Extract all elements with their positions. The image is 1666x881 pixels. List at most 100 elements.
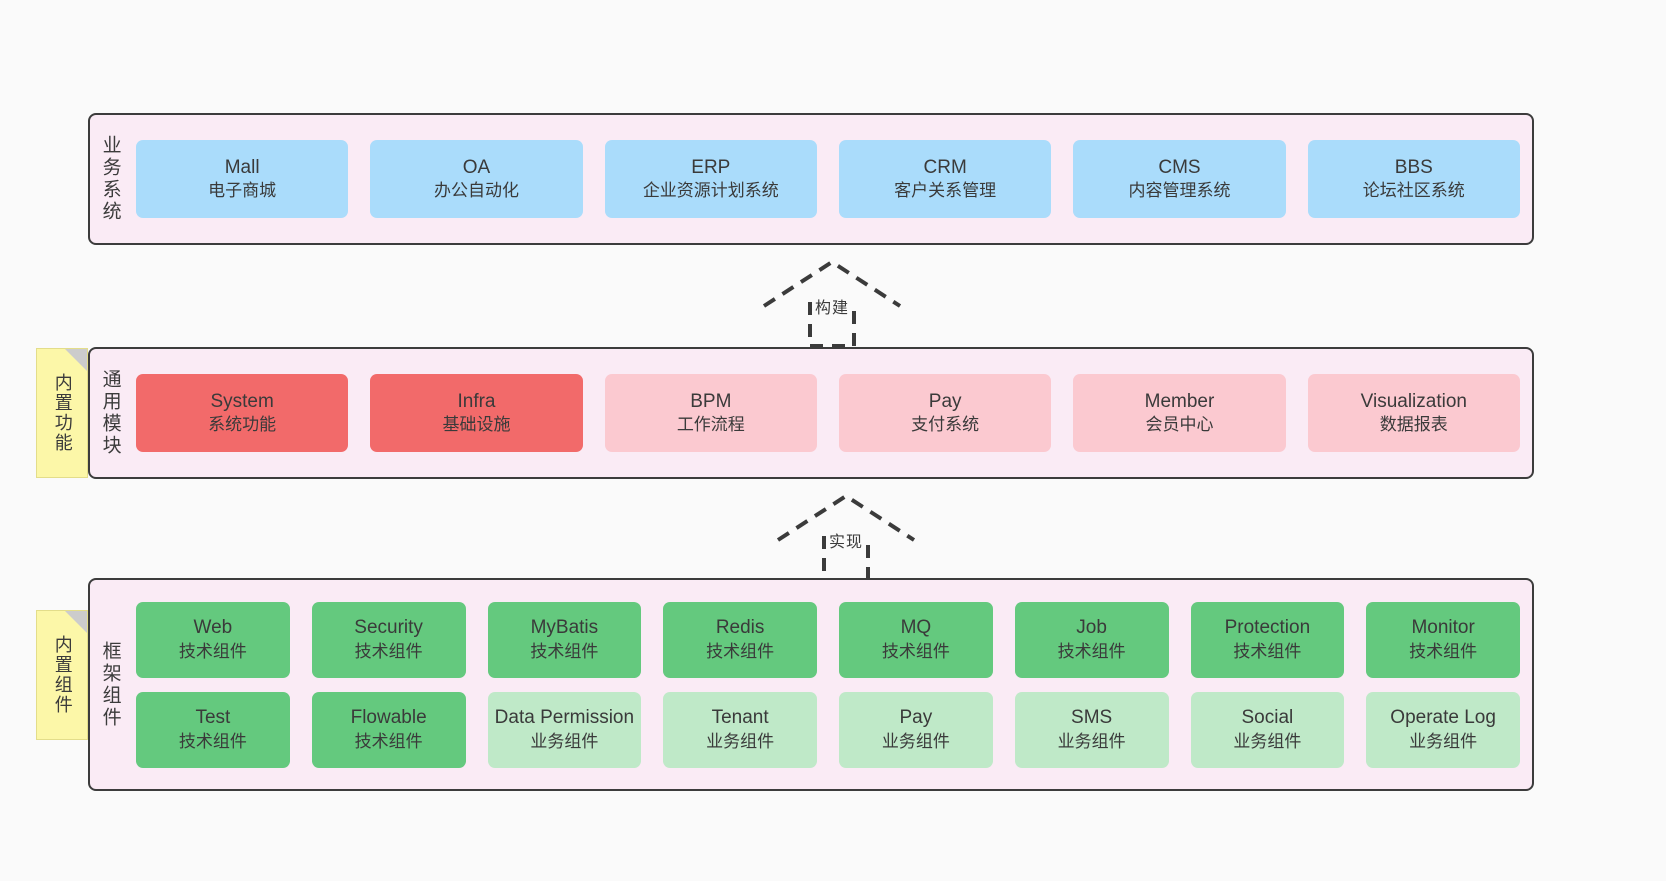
- card-title: BBS: [1394, 156, 1433, 178]
- card-subtitle: 技术组件: [354, 641, 423, 661]
- card-subtitle: 技术组件: [881, 641, 950, 661]
- sticky-note-builtin-features: 内置功能: [36, 348, 88, 478]
- sticky-note-builtin-components: 内置组件: [36, 610, 88, 740]
- layer-label-business-systems: 业务系统: [99, 135, 121, 223]
- card-subtitle: 业务组件: [881, 731, 950, 751]
- card-title: Pay: [899, 707, 933, 729]
- card-subtitle: 工作流程: [676, 415, 745, 435]
- card-subtitle: 电子商城: [208, 181, 277, 201]
- card-row: Web 技术组件 Security 技术组件 MyBatis 技术组件 Redi…: [136, 601, 1520, 678]
- card-subtitle: 支付系统: [911, 415, 980, 435]
- card-title: Monitor: [1411, 617, 1475, 639]
- card-redis[interactable]: Redis 技术组件: [663, 601, 817, 678]
- card-infra[interactable]: Infra 基础设施: [370, 374, 583, 452]
- card-title: BPM: [690, 390, 732, 412]
- card-title: Infra: [457, 390, 496, 412]
- card-row: Test 技术组件 Flowable 技术组件 Data Permission …: [136, 691, 1520, 768]
- card-title: CMS: [1158, 156, 1201, 178]
- card-cms[interactable]: CMS 内容管理系统: [1073, 140, 1286, 218]
- card-bbs[interactable]: BBS 论坛社区系统: [1307, 140, 1520, 218]
- card-oa[interactable]: OA 办公自动化: [370, 140, 583, 218]
- sticky-note-label: 内置组件: [52, 635, 73, 715]
- card-member[interactable]: Member 会员中心: [1073, 374, 1286, 452]
- card-title: Security: [354, 617, 423, 639]
- card-subtitle: 技术组件: [178, 641, 247, 661]
- card-title: Member: [1144, 390, 1215, 412]
- card-title: Protection: [1224, 617, 1311, 639]
- card-visualization[interactable]: Visualization 数据报表: [1307, 374, 1520, 452]
- arrow-implement: 实现: [766, 492, 926, 584]
- layer-body-common-modules: System 系统功能 Infra 基础设施 BPM 工作流程 Pay 支付系统…: [130, 349, 1532, 477]
- card-title: Redis: [715, 617, 765, 639]
- card-subtitle: 基础设施: [442, 415, 511, 435]
- sticky-fold-corner-icon: [65, 611, 87, 633]
- card-subtitle: 技术组件: [1057, 641, 1126, 661]
- card-title: Data Permission: [494, 707, 635, 729]
- card-title: ERP: [691, 156, 731, 178]
- card-subtitle: 业务组件: [1409, 731, 1478, 751]
- card-subtitle: 业务组件: [1233, 731, 1302, 751]
- card-system[interactable]: System 系统功能: [136, 374, 349, 452]
- card-subtitle: 会员中心: [1145, 415, 1214, 435]
- card-subtitle: 业务组件: [706, 731, 775, 751]
- card-subtitle: 系统功能: [208, 415, 277, 435]
- card-crm[interactable]: CRM 客户关系管理: [838, 140, 1052, 218]
- card-mq[interactable]: MQ 技术组件: [839, 601, 993, 678]
- card-web[interactable]: Web 技术组件: [136, 601, 290, 678]
- card-row: Mall 电子商城 OA 办公自动化 ERP 企业资源计划系统 CRM 客户关系…: [136, 140, 1520, 218]
- layer-body-business-systems: Mall 电子商城 OA 办公自动化 ERP 企业资源计划系统 CRM 客户关系…: [130, 115, 1532, 243]
- card-subtitle: 办公自动化: [433, 181, 519, 201]
- card-row: System 系统功能 Infra 基础设施 BPM 工作流程 Pay 支付系统…: [136, 374, 1520, 452]
- card-mybatis[interactable]: MyBatis 技术组件: [487, 601, 642, 678]
- card-title: Visualization: [1360, 390, 1467, 412]
- layer-label-framework-components: 框架组件: [99, 640, 121, 729]
- card-monitor[interactable]: Monitor 技术组件: [1366, 601, 1520, 678]
- card-subtitle: 技术组件: [1409, 641, 1478, 661]
- card-subtitle: 技术组件: [178, 731, 247, 751]
- card-subtitle: 业务组件: [530, 731, 599, 751]
- card-test[interactable]: Test 技术组件: [136, 691, 290, 768]
- card-subtitle: 技术组件: [706, 641, 775, 661]
- card-subtitle: 数据报表: [1379, 415, 1448, 435]
- arrow-build: 构建: [752, 258, 912, 350]
- card-title: Mall: [224, 156, 260, 178]
- card-subtitle: 论坛社区系统: [1362, 181, 1465, 201]
- card-subtitle: 技术组件: [354, 731, 423, 751]
- card-data-permission[interactable]: Data Permission 业务组件: [487, 691, 642, 768]
- card-sms[interactable]: SMS 业务组件: [1014, 691, 1169, 768]
- sticky-note-label: 内置功能: [52, 373, 73, 453]
- layer-business-systems: 业务系统 Mall 电子商城 OA 办公自动化 ERP 企业资源计划系统 CRM…: [88, 113, 1534, 245]
- card-title: MQ: [900, 617, 932, 639]
- card-title: Social: [1241, 707, 1294, 729]
- card-subtitle: 内容管理系统: [1128, 181, 1231, 201]
- card-pay-component[interactable]: Pay 业务组件: [839, 691, 993, 768]
- card-subtitle: 技术组件: [530, 641, 599, 661]
- arrow-label: 构建: [814, 300, 850, 317]
- card-title: OA: [462, 156, 491, 178]
- card-mall[interactable]: Mall 电子商城: [136, 140, 349, 218]
- layer-label-common-modules: 通用模块: [99, 369, 121, 457]
- card-title: Test: [195, 707, 231, 729]
- card-bpm[interactable]: BPM 工作流程: [604, 374, 817, 452]
- card-pay-module[interactable]: Pay 支付系统: [838, 374, 1052, 452]
- card-title: Job: [1076, 617, 1107, 639]
- card-title: Flowable: [350, 707, 427, 729]
- card-tenant[interactable]: Tenant 业务组件: [663, 691, 817, 768]
- layer-body-framework-components: Web 技术组件 Security 技术组件 MyBatis 技术组件 Redi…: [130, 580, 1532, 789]
- card-erp[interactable]: ERP 企业资源计划系统: [604, 140, 817, 218]
- layer-common-modules: 通用模块 System 系统功能 Infra 基础设施 BPM 工作流程 Pay…: [88, 347, 1534, 479]
- card-protection[interactable]: Protection 技术组件: [1190, 601, 1345, 678]
- card-flowable[interactable]: Flowable 技术组件: [311, 691, 466, 768]
- card-title: Pay: [928, 390, 962, 412]
- sticky-fold-corner-icon: [65, 349, 87, 371]
- card-operate-log[interactable]: Operate Log 业务组件: [1366, 691, 1520, 768]
- generalization-arrow-icon: [762, 259, 902, 348]
- card-title: Operate Log: [1390, 707, 1496, 729]
- card-social[interactable]: Social 业务组件: [1190, 691, 1345, 768]
- card-title: Web: [193, 617, 233, 639]
- card-subtitle: 企业资源计划系统: [642, 181, 779, 201]
- card-job[interactable]: Job 技术组件: [1014, 601, 1169, 678]
- card-title: CRM: [923, 156, 967, 178]
- card-security[interactable]: Security 技术组件: [311, 601, 466, 678]
